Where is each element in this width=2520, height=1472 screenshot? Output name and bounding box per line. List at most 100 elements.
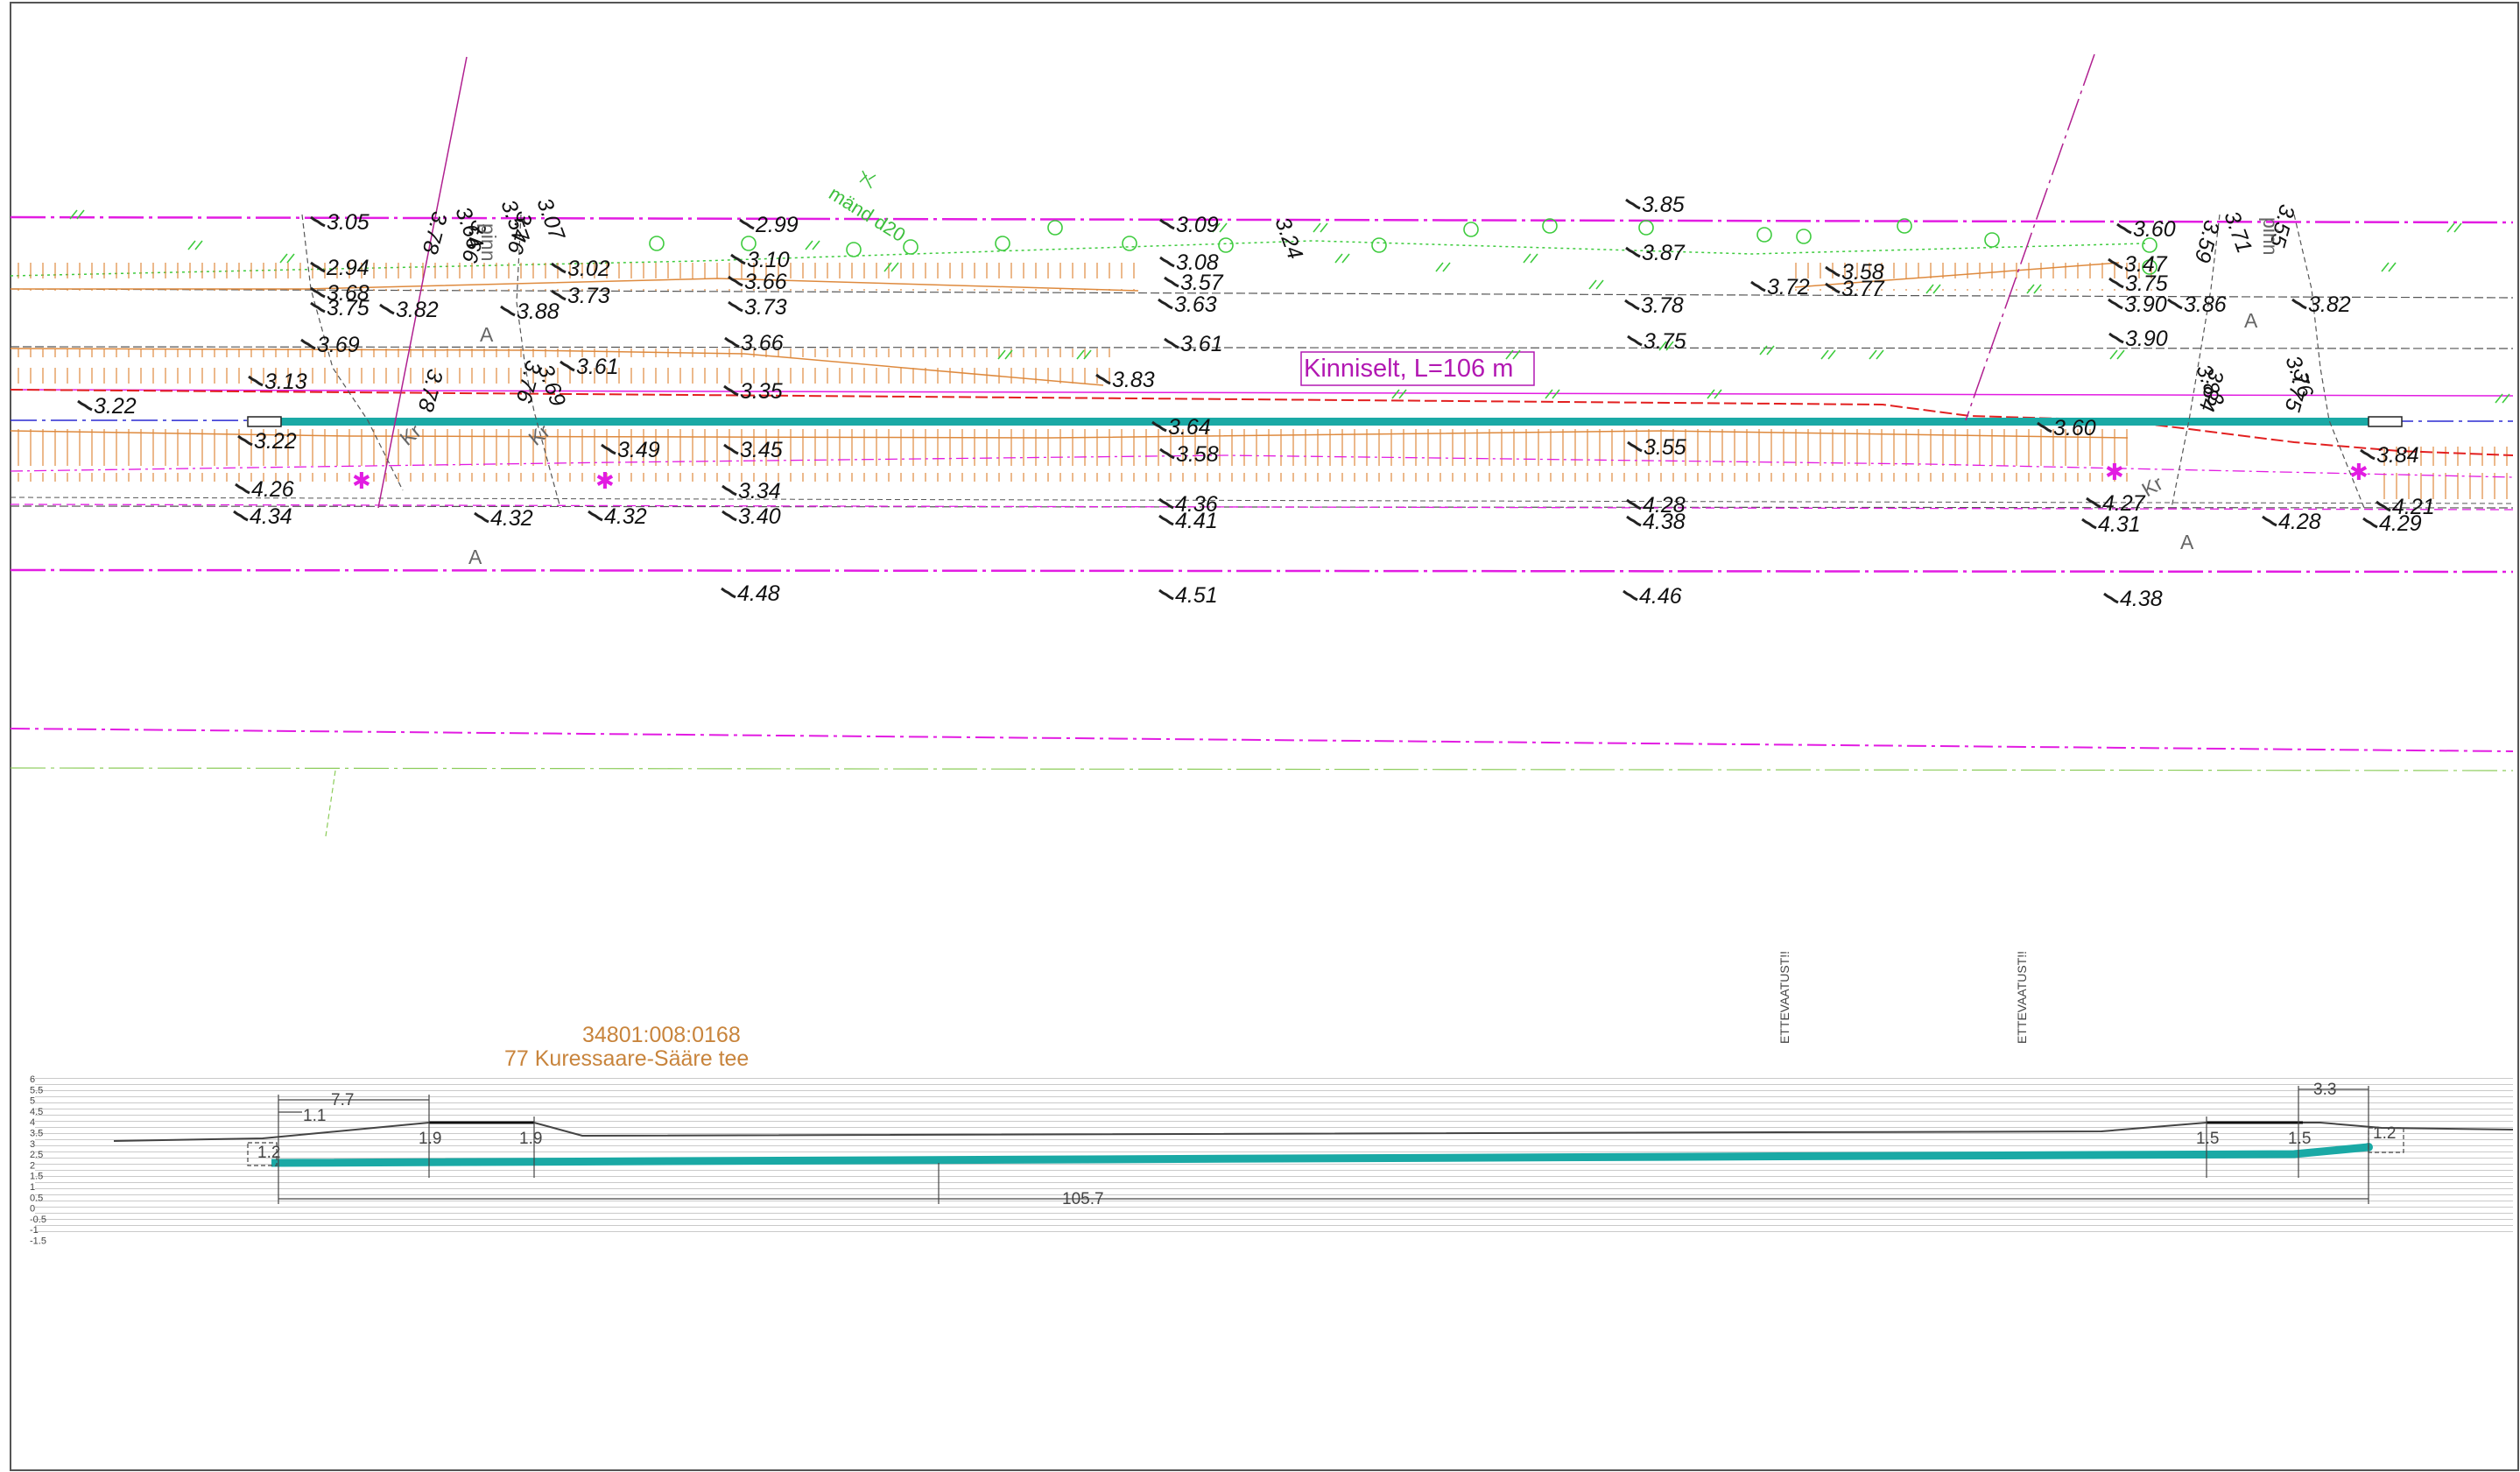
tree-symbol (995, 236, 1010, 251)
survey-point-marker (1750, 280, 1766, 292)
scale-tick-label: 3.5 (30, 1129, 43, 1139)
elevation-label: 4.21 (2392, 495, 2435, 519)
tree-symbol (903, 239, 919, 255)
utility-line (10, 389, 2514, 397)
elevation-label: 4.26 (251, 477, 294, 502)
manhole-symbol: ✱ (595, 468, 615, 494)
survey-point-marker (728, 275, 743, 287)
grass-mark (1212, 222, 1228, 233)
survey-point-marker (2108, 257, 2123, 270)
grass-mark (1313, 222, 1328, 233)
grass-marks (69, 209, 2510, 404)
elevation-label: 3.83 (1112, 368, 1155, 392)
elevation-label: 3.85 (1642, 193, 1685, 217)
elevation-label: 3.64 (1168, 415, 1211, 440)
survey-point-marker (1159, 256, 1175, 268)
warning-label: ETTEVAATUST!! (1777, 951, 1791, 1044)
elevation-label: 4.32 (604, 504, 647, 529)
elevation-label: 4.38 (2120, 587, 2163, 611)
elevation-label: 3.69 (317, 333, 360, 357)
survey-point-marker (1159, 447, 1175, 460)
elevation-label: 3.75 (2125, 271, 2168, 296)
scale-tick-label: 0.5 (30, 1193, 43, 1203)
survey-point-marker (1158, 514, 1174, 526)
survey-point-marker (235, 482, 250, 495)
elevation-label: 3.75 (1644, 329, 1686, 354)
utility-line (10, 504, 2514, 511)
scale-tick-label: 5.5 (30, 1085, 43, 1095)
tree-symbol (1122, 236, 1137, 251)
survey-point-marker (379, 303, 395, 315)
survey-point-marker (2360, 448, 2376, 461)
grass-mark (2446, 222, 2462, 233)
elevation-label: 3.60 (2053, 416, 2096, 440)
grass-mark (279, 253, 295, 264)
tree-symbol (1638, 220, 1654, 236)
elevation-label: 3.47 (2124, 252, 2168, 277)
elevation-label: 3.22 (94, 394, 137, 419)
survey-point-marker (2291, 298, 2307, 310)
survey-point-marker (730, 253, 746, 265)
survey-point-marker (1624, 299, 1640, 311)
scale-tick-label: 4 (30, 1117, 35, 1128)
survey-point-marker (721, 587, 736, 599)
survey-point-marker (310, 286, 326, 299)
survey-point-marker (1625, 198, 1641, 210)
grass-mark (2381, 262, 2397, 272)
survey-point-marker (1158, 298, 1173, 310)
tree-symbol (649, 236, 665, 251)
survey-point-marker (728, 300, 743, 313)
warning-label: ETTEVAATUST!! (2015, 951, 2029, 1044)
grass-mark (1820, 349, 1836, 360)
elevation-label: 3.34 (738, 479, 781, 504)
elevation-label: 3.77 (1841, 277, 1885, 301)
elevation-label: 3.88 (517, 299, 560, 324)
grass-mark (997, 349, 1013, 360)
manhole-symbol: ✱ (2105, 459, 2124, 485)
grass-mark (1391, 389, 1407, 399)
scale-tick-label: 1.5 (30, 1172, 43, 1182)
height-label: 1.5 (2196, 1130, 2219, 1148)
area-marker-label: A (480, 323, 494, 346)
survey-point-marker (2108, 332, 2124, 344)
elevation-label: 4.28 (2278, 510, 2321, 534)
survey-point-marker (551, 289, 567, 301)
scale-tick-label: 3 (30, 1139, 35, 1150)
grass-mark (1707, 389, 1722, 399)
elevation-label: 4.31 (2098, 512, 2141, 537)
survey-point-marker (722, 484, 737, 497)
survey-point-marker (1164, 337, 1179, 349)
grass-mark (2026, 284, 2042, 294)
elevation-label: 3.59 (2190, 217, 2225, 264)
survey-point-marker (2086, 497, 2101, 509)
elevation-label: 3.75 (327, 296, 370, 320)
elevation-label: 3.90 (2125, 327, 2168, 351)
trees (649, 218, 2157, 275)
survey-point-marker (1825, 282, 1841, 294)
elevation-label: 3.49 (617, 438, 660, 462)
elevation-label: 3.10 (747, 248, 790, 272)
longitudinal-profile: 65.554.543.532.521.510.50-0.5-1-1.5 7.7 … (30, 1074, 2514, 1247)
green-tick (325, 770, 336, 837)
elevation-label: 3.78 (1641, 293, 1684, 318)
slope-line (10, 348, 1104, 386)
elevation-label: 3.82 (396, 298, 439, 322)
survey-point-marker (1825, 265, 1841, 278)
survey-point-marker (2262, 515, 2277, 527)
tree-symbol (1756, 227, 1772, 243)
survey-point-marker (500, 305, 516, 317)
manhole-symbol: ✱ (2349, 459, 2369, 485)
grass-mark (805, 240, 820, 250)
survey-point-marker (560, 360, 575, 372)
road-name: 77 Kuressaare-Sääre tee (504, 1046, 749, 1071)
tree-note: mänd d20 (825, 182, 909, 246)
grass-mark (69, 209, 85, 220)
dimension-label: 1.2 (2373, 1124, 2396, 1143)
elevation-label: 3.63 (1174, 292, 1217, 317)
survey-point-marker (1159, 218, 1175, 230)
elevation-label: 4.51 (1175, 583, 1218, 608)
elevation-label: 3.84 (2376, 443, 2419, 468)
elevation-label: 3.71 (2219, 208, 2256, 256)
dimension-label: 3.3 (2313, 1081, 2336, 1099)
survey-point-marker (1627, 440, 1643, 453)
